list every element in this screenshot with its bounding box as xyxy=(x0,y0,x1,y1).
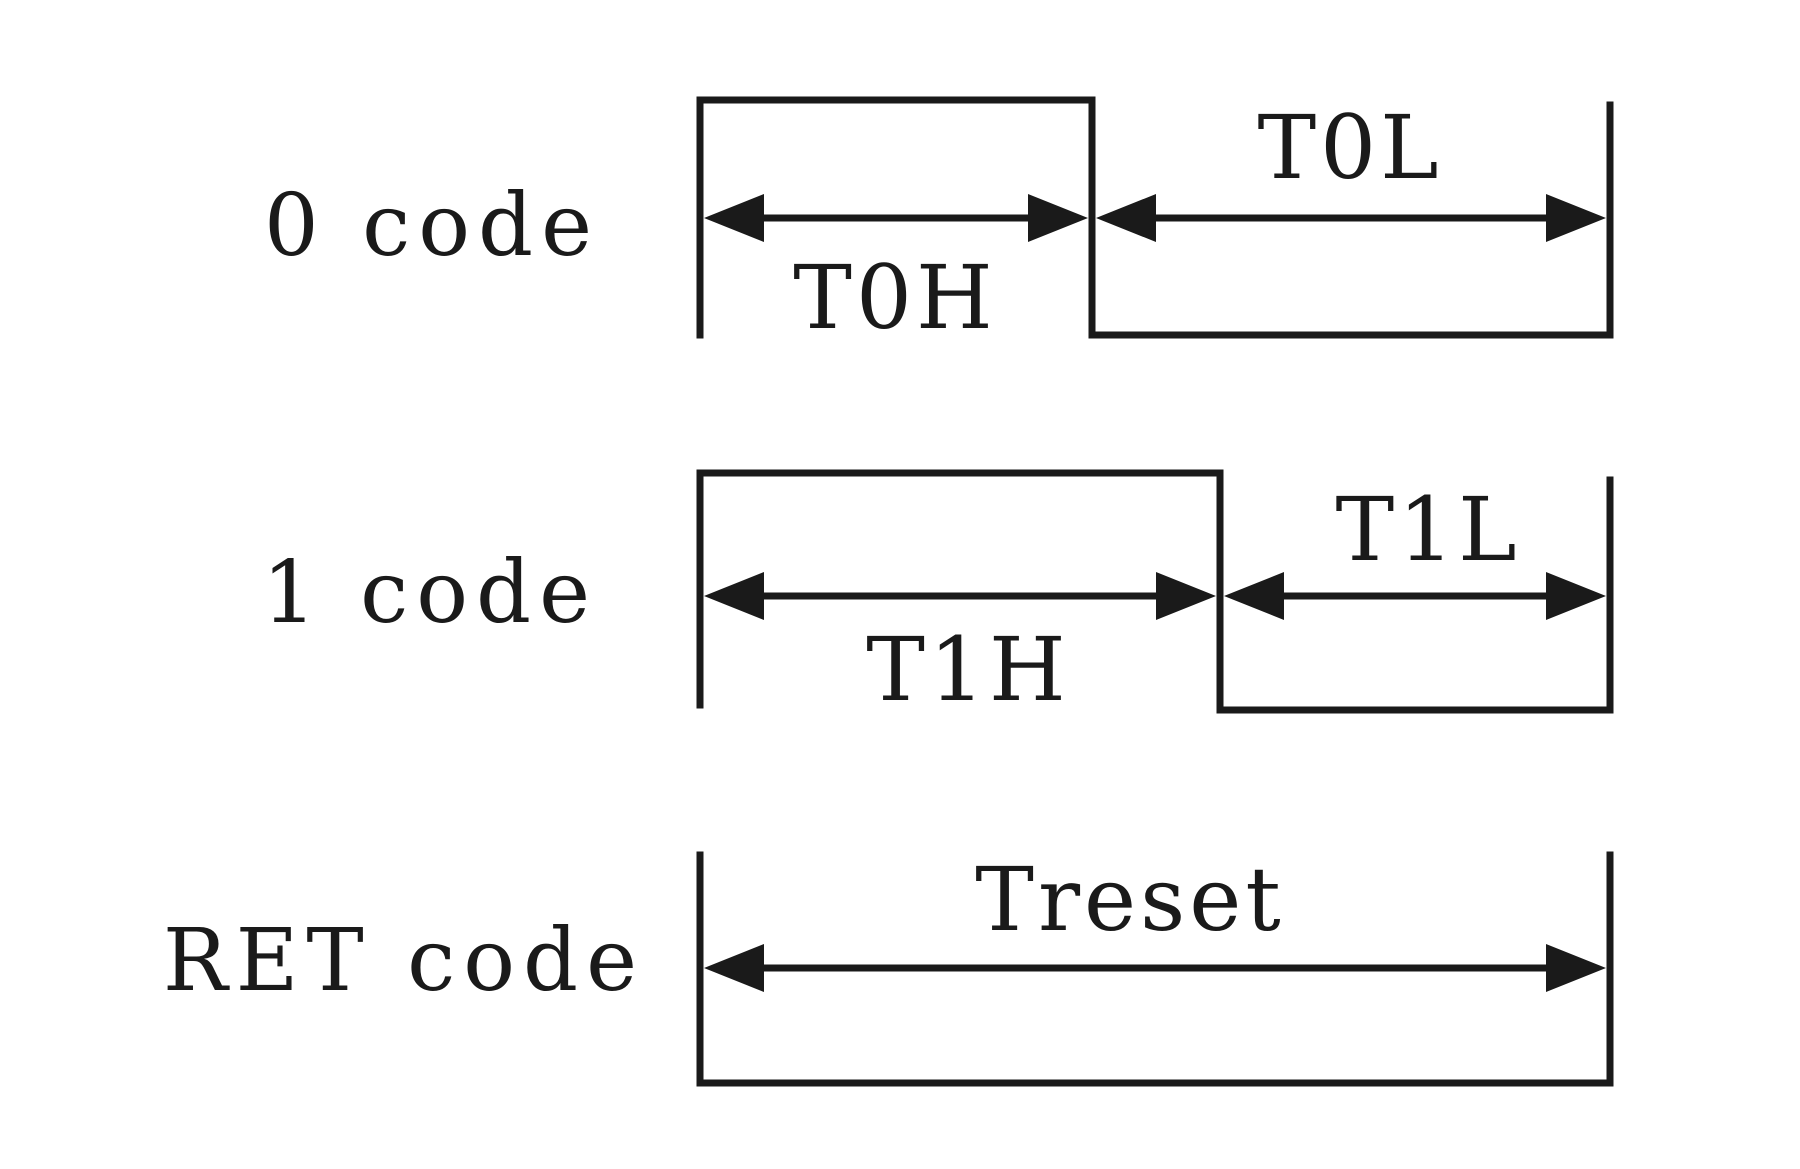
t1l-right-arrow-icon xyxy=(1546,572,1606,620)
treset-left-arrow-icon xyxy=(704,944,764,992)
t1h-right-arrow-icon xyxy=(1156,572,1216,620)
t0l-label: T0L xyxy=(1257,96,1442,199)
waveform-ret-code xyxy=(696,851,1614,1087)
t0h-right-arrow-icon xyxy=(1028,194,1088,242)
row-label-0-code: 0 code xyxy=(264,176,600,276)
t1h-label: T1H xyxy=(866,618,1069,721)
waveform-1-code xyxy=(696,469,1614,714)
treset-right-arrow-icon xyxy=(1546,944,1606,992)
t0h-left-arrow-icon xyxy=(704,194,764,242)
row-1-code: 1 code T1H T1L xyxy=(262,469,1614,721)
t0l-left-arrow-icon xyxy=(1096,194,1156,242)
t0h-label: T0H xyxy=(793,246,996,349)
waveform-0-code xyxy=(696,96,1614,339)
row-ret-code: RET code Treset xyxy=(163,848,1614,1087)
t1l-label: T1L xyxy=(1335,478,1520,581)
t1l-left-arrow-icon xyxy=(1224,572,1284,620)
row-label-1-code: 1 code xyxy=(262,543,598,643)
row-label-ret-code: RET code xyxy=(163,911,645,1011)
t0l-right-arrow-icon xyxy=(1546,194,1606,242)
treset-label: Treset xyxy=(975,848,1284,951)
t1h-left-arrow-icon xyxy=(704,572,764,620)
row-0-code: 0 code T0H T0L xyxy=(264,96,1614,349)
